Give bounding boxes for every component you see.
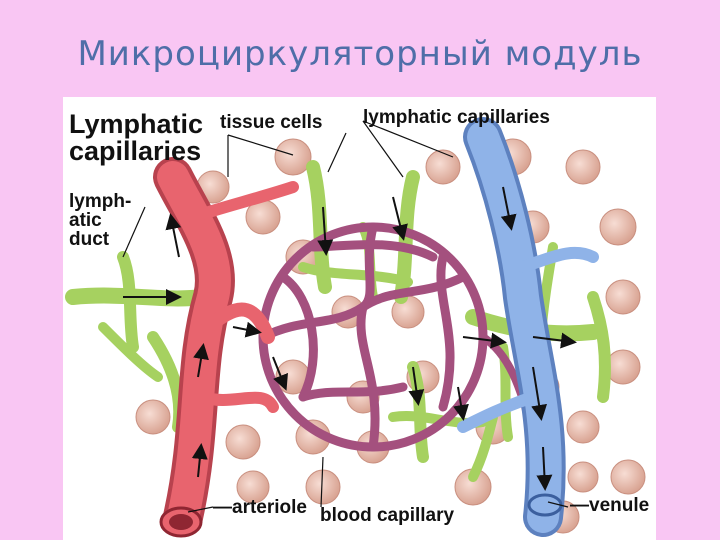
leader-lines bbox=[122, 120, 569, 513]
label-lymphatic-duct-line1: lymph- bbox=[69, 191, 132, 212]
label-lymphatic-duct-line3: duct bbox=[69, 229, 110, 250]
diagram-art bbox=[65, 117, 646, 538]
label-venule: —venule bbox=[570, 495, 650, 516]
slide-title: Микроциркуляторный модуль bbox=[77, 34, 643, 74]
label-lymphatic-capillaries-title-line2: capillaries bbox=[69, 136, 202, 166]
venule-vessel bbox=[457, 117, 599, 537]
label-lymphatic-duct-line2: atic bbox=[69, 210, 102, 231]
label-arteriole: —arteriole bbox=[213, 497, 307, 518]
label-lymphatic-capillaries: lymphatic capillaries bbox=[363, 107, 550, 128]
label-lymphatic-capillaries-title-line1: Lymphatic bbox=[69, 109, 204, 139]
label-blood-capillary: blood capillary bbox=[320, 505, 455, 526]
label-tissue-cells: tissue cells bbox=[220, 112, 323, 133]
microcirculation-diagram: Lymphatic capillaries tissue cells lymph… bbox=[63, 97, 656, 540]
flow-arrows bbox=[123, 186, 577, 491]
